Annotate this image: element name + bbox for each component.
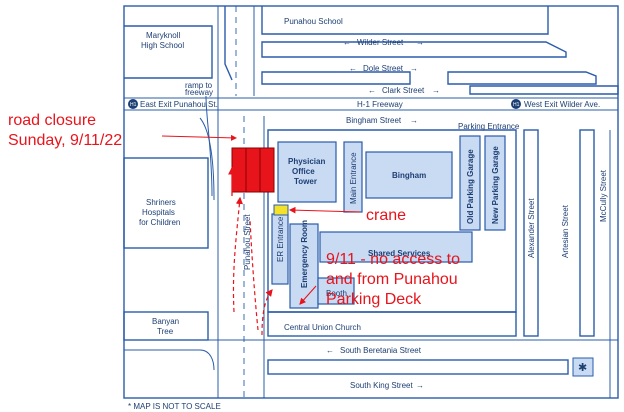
label-exit-h1-left: H1: [130, 102, 137, 108]
label-physician-3: Tower: [294, 177, 317, 186]
arrow-clark-right: →: [432, 86, 440, 95]
detour-line-2: [249, 219, 259, 331]
label-punahou-street: Punahou Street: [243, 214, 252, 270]
label-alexander-street: Alexander Street: [527, 198, 536, 258]
label-artesian-street: Artesian Street: [561, 204, 570, 258]
label-west-exit: West Exit Wilder Ave.: [524, 100, 600, 109]
annotation-road-closure-1: road closure: [8, 112, 96, 129]
label-parking-entrance: Parking Entrance: [458, 122, 520, 131]
label-clark-street: Clark Street: [382, 86, 425, 95]
ramp-curve-2: [199, 117, 215, 201]
crane-marker: [273, 204, 289, 216]
maryknoll-east-block: [224, 6, 233, 81]
label-central-union: Central Union Church: [284, 323, 361, 332]
maryknoll-block: [124, 25, 213, 79]
arrow-wilder-right: →: [416, 38, 424, 47]
arrow-king-right: →: [416, 381, 424, 390]
detour-line-3: [261, 289, 273, 336]
central-union-church-block: [267, 311, 517, 337]
closure-pointer: [161, 134, 237, 141]
label-shriners-3: for Children: [139, 218, 180, 227]
annotation-no-access-1: 9/11 - no access to: [326, 251, 460, 268]
arrow-bingham-right: →: [410, 116, 418, 125]
label-bingham-building: Bingham: [392, 171, 426, 180]
label-ramp-to: ramp to: [185, 81, 213, 90]
label-er-entrance: ER Entrance: [276, 216, 285, 262]
shriners-block: [123, 157, 209, 249]
label-physician-1: Physician: [288, 157, 325, 166]
h1-exit-shield-right: [511, 99, 521, 109]
annotation-road-closure-2: Sunday, 9/11/22: [8, 132, 122, 149]
label-dole-street: Dole Street: [363, 64, 404, 73]
no-access-pointer: [299, 285, 317, 305]
label-banyan-2: Tree: [157, 327, 174, 336]
label-not-to-scale: * MAP IS NOT TO SCALE: [128, 402, 221, 411]
label-punahou-school: Punahou School: [284, 17, 343, 26]
label-banyan-1: Banyan: [152, 317, 179, 326]
label-shared-services: Shared Services: [368, 249, 431, 258]
label-emergency-room: Emergency Room: [300, 220, 309, 288]
label-booth: Booth: [326, 289, 347, 298]
arrow-clark-left: ←: [368, 86, 376, 95]
alexander-block: [523, 129, 539, 337]
label-new-parking: New Parking Garage: [491, 146, 500, 224]
physician-office-tower: [277, 141, 337, 203]
crane-pointer: [288, 206, 361, 214]
punahou-school-block: [261, 6, 549, 35]
label-shriners-1: Shriners: [146, 198, 176, 207]
new-parking-garage: [484, 135, 506, 231]
shared-services-building: [319, 231, 473, 263]
label-mccully-street: McCully Street: [599, 169, 608, 222]
dole-clark-block: [261, 71, 411, 85]
label-high-school: High School: [141, 41, 184, 50]
lower-left-curve: [124, 349, 215, 371]
old-parking-garage: [459, 135, 481, 231]
label-wilder-street: Wilder Street: [357, 38, 404, 47]
emergency-room-building: [289, 223, 319, 309]
arrow-beretania-left: ←: [326, 346, 334, 355]
clark-far-block: [469, 85, 619, 95]
label-shriners-2: Hospitals: [142, 208, 175, 217]
wilder-dole-block: [261, 41, 567, 58]
label-asterisk: ✱: [578, 361, 587, 374]
arrow-wilder-left: ←: [343, 38, 351, 47]
label-maryknoll: Maryknoll: [146, 31, 180, 40]
label-bingham-street: Bingham Street: [346, 116, 402, 125]
label-south-beretania: South Beretania Street: [340, 346, 422, 355]
clark-east-block: [447, 71, 597, 85]
label-east-exit: East Exit Punahou St.: [140, 100, 218, 109]
artesian-block: [579, 129, 595, 337]
booth-building: [317, 277, 355, 305]
annotation-no-access-2: and from Punahou: [326, 271, 458, 288]
label-h1-freeway: H-1 Freeway: [357, 100, 403, 109]
detour-line-1: [232, 196, 244, 313]
label-exit-h1-right: H1: [513, 102, 520, 108]
label-old-parking: Old Parking Garage: [466, 149, 475, 224]
arrow-dole-left: ←: [349, 64, 357, 73]
label-physician-2: Office: [292, 167, 315, 176]
road-closure-area: [231, 147, 275, 193]
arrow-dole-right: →: [410, 64, 418, 73]
freeway-ramp-curve: [205, 95, 213, 197]
annotation-no-access-3: Parking Deck: [326, 291, 422, 308]
label-main-entrance: Main Entrance: [349, 152, 358, 204]
label-south-king: South King Street: [350, 381, 413, 390]
label-freeway-ramp: freeway: [185, 88, 213, 97]
bingham-building: [365, 151, 453, 199]
annotation-crane: crane: [366, 207, 406, 224]
beretania-king-block: [267, 359, 569, 375]
asterisk-box: [572, 357, 594, 377]
h1-exit-shield-left: [128, 99, 138, 109]
